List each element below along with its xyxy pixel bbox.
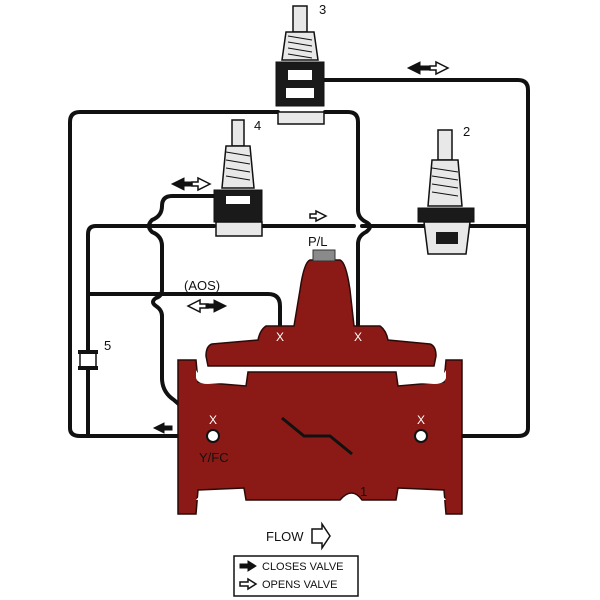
label-pilot-4: 4: [254, 118, 261, 133]
main-valve: X X X X: [177, 249, 463, 515]
pilot3-window-2: [286, 88, 314, 98]
pilot4-body: [213, 189, 263, 223]
pipe-inner-left-lower: [151, 244, 215, 436]
flow-arrows: [152, 60, 450, 434]
pilot3-window: [288, 70, 312, 80]
legend-opens-arrow: [239, 577, 258, 591]
pilot2-spring-housing: [427, 159, 463, 207]
valve-bonnet: [205, 259, 437, 367]
flange-relief-left-bottom: [196, 494, 238, 500]
pipe-center-column: [323, 110, 372, 332]
arrow-double-aos: [186, 298, 209, 314]
label-needle-valve-5: 5: [104, 338, 111, 353]
label-main-valve-1: 1: [360, 484, 367, 499]
port-marker-inlet: X: [209, 413, 217, 427]
label-flow: FLOW: [266, 529, 304, 544]
pilot4-base: [215, 221, 263, 237]
pilot-4: [213, 119, 263, 237]
label-aos: (AOS): [184, 278, 220, 293]
flange-relief-right: [404, 370, 446, 384]
label-pilot-2: 2: [463, 124, 470, 139]
pipe-outer-left: [68, 110, 280, 438]
flange-relief-right-bottom: [404, 494, 446, 500]
pilot2-body: [417, 207, 475, 223]
arrow-double-pilot3-open: [429, 60, 450, 76]
pipe-pilot4-left: [147, 194, 216, 248]
pilot3-cap: [292, 5, 308, 33]
pipe-pilot4-to-left: [86, 224, 216, 438]
needle5-top: [78, 350, 98, 354]
valve-seat-divider: [281, 416, 353, 456]
port-marker-outlet: X: [417, 413, 425, 427]
legend-box: [233, 555, 359, 597]
pipe-aos: [86, 292, 282, 332]
pilot2-spring: [431, 167, 459, 197]
legend: CLOSES VALVE OPENS VALVE: [233, 555, 359, 597]
legend-opens-label: OPENS VALVE: [262, 579, 337, 591]
needle5-body: [79, 351, 97, 369]
label-pilot-3: 3: [319, 2, 326, 17]
port-outlet-circle: [414, 429, 428, 443]
arrow-double-aos-closed: [205, 299, 228, 313]
arrow-double-pilot4-open: [191, 176, 212, 192]
pilot4-window: [226, 196, 250, 204]
flow-direction-arrow: [311, 521, 331, 551]
pilot4-cap: [231, 119, 245, 147]
label-pl: P/L: [308, 234, 328, 249]
pilot2-cap: [437, 129, 453, 161]
pl-port: [312, 249, 336, 262]
legend-closes-label: CLOSES VALVE: [262, 561, 344, 573]
port-marker-bonnet-right: X: [354, 330, 362, 344]
port-marker-bonnet-left: X: [276, 330, 284, 344]
pilot2-base-dark: [436, 232, 458, 244]
pilot3-base: [277, 111, 325, 125]
arrow-double-pilot4: [170, 177, 195, 191]
needle5-bottom: [78, 366, 98, 370]
arrow-open-mid: [309, 209, 328, 223]
flange-relief-left: [196, 370, 238, 384]
arrow-double-pilot3: [406, 61, 433, 75]
pilot4-spring: [225, 151, 251, 181]
pilot3-spring: [287, 35, 313, 59]
label-yfc: Y/FC: [199, 450, 229, 465]
pilot4-spring-housing: [221, 145, 255, 189]
pilot-2: [417, 129, 475, 255]
needle-valve-5: [78, 350, 98, 370]
legend-closes-arrow: [239, 560, 257, 572]
port-inlet-circle: [206, 429, 220, 443]
arrow-closes-yfc: [152, 422, 173, 434]
pipe-upper-right: [323, 78, 530, 438]
pilot3-body: [275, 61, 325, 107]
pilot-3: [275, 5, 325, 125]
